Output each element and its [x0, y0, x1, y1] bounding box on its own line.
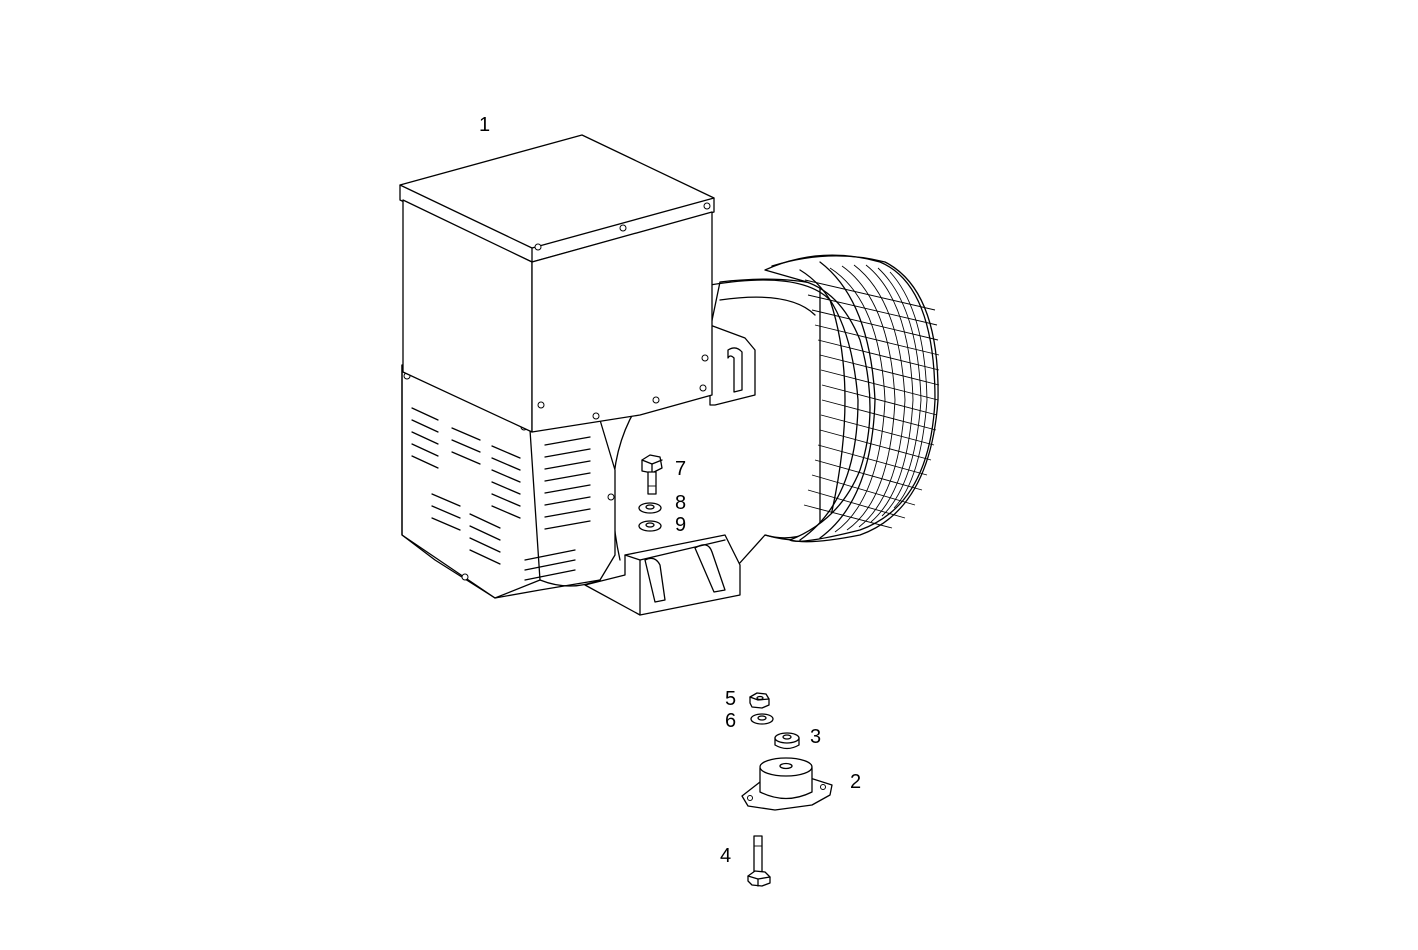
- bolt-7: [641, 454, 663, 495]
- vibration-damper-2: [741, 757, 833, 811]
- lock-washer-9: [638, 520, 662, 532]
- callout-6-label: 6: [725, 710, 737, 732]
- louver-slots-left: [411, 407, 521, 565]
- grille-mesh: [803, 264, 940, 533]
- callout-9-label: 9: [675, 514, 687, 536]
- nut-5: [749, 692, 770, 709]
- callout-2-label: 2: [850, 771, 862, 793]
- louver-slots-front: [524, 436, 591, 581]
- callout-5-label: 5: [725, 688, 737, 710]
- mounting-foot: [584, 534, 741, 616]
- callout-7-label: 7: [675, 458, 687, 480]
- bolt-4: [747, 835, 771, 887]
- fan-grille-drum: [764, 254, 940, 543]
- callout-3-label: 3: [810, 726, 822, 748]
- spacer-3: [774, 732, 800, 750]
- callout-8-label: 8: [675, 492, 687, 514]
- callout-4-label: 4: [720, 845, 732, 867]
- side-bracket: [709, 324, 756, 406]
- alternator-assembly: [399, 134, 940, 616]
- louvered-housing: [401, 364, 616, 599]
- terminal-box: [399, 134, 715, 433]
- callout-1-label: 1: [479, 114, 491, 136]
- washer-6: [750, 713, 774, 725]
- washer-8: [638, 502, 662, 514]
